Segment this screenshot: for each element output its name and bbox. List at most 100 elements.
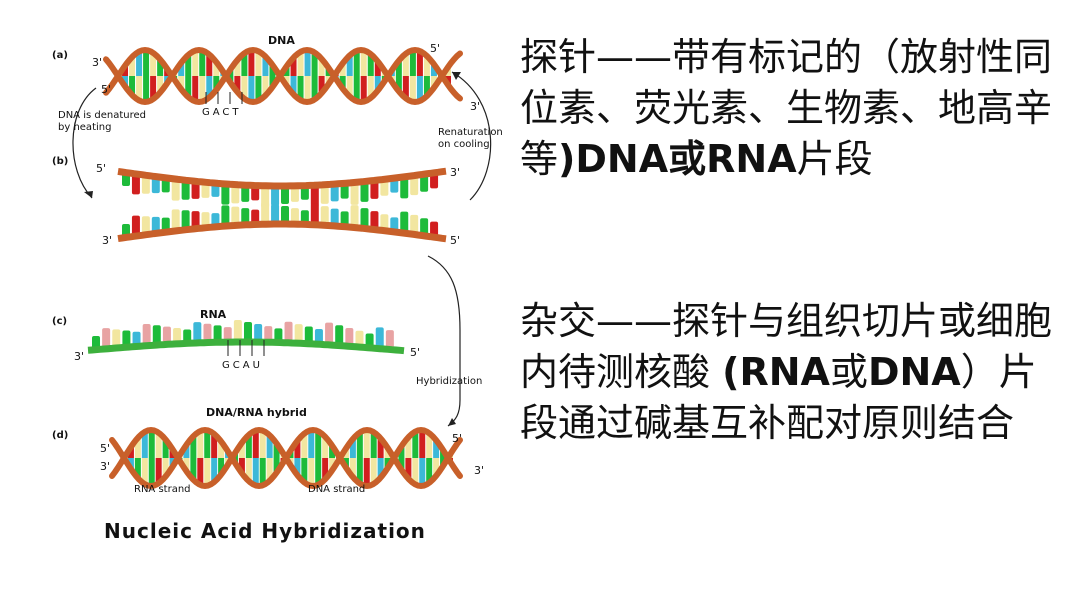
base-pair [297, 76, 304, 101]
base [171, 209, 180, 232]
base-pair [136, 51, 143, 76]
base [410, 176, 419, 196]
backbone [103, 46, 463, 106]
base-pair [370, 432, 377, 458]
hybridization-definition: 杂交——探针与组织切片或细胞内待测核酸 (RNA或DNA）片段通过碱基互补配对原… [520, 296, 1068, 449]
base-pair [155, 432, 162, 458]
base-pair [395, 76, 402, 92]
base-pair [416, 51, 423, 76]
base [181, 210, 190, 231]
base-pair [370, 458, 377, 484]
base [400, 211, 409, 233]
base-pair [134, 437, 141, 458]
base-pair [402, 76, 409, 99]
probe-bold: )DNA或RNA [558, 137, 797, 181]
hybridization-label: Hybridization [416, 376, 482, 387]
base [241, 208, 250, 226]
base [385, 330, 394, 350]
base [370, 211, 379, 230]
base [181, 179, 190, 200]
base-pair [409, 50, 416, 76]
end-label: 3' [100, 460, 110, 473]
end-label: 3' [102, 234, 112, 247]
base-pair [269, 76, 276, 88]
base-pair [318, 58, 325, 76]
base-pair [318, 76, 325, 94]
base-pair [178, 76, 185, 90]
end-label: 3' [92, 56, 102, 69]
base-pair [248, 50, 255, 76]
base [261, 202, 270, 225]
base-pair [363, 430, 370, 458]
base [171, 178, 180, 201]
base [203, 323, 212, 343]
panel-d-label: (d) [52, 430, 68, 441]
end-label: 3' [450, 166, 460, 179]
base-pair [248, 76, 255, 102]
hybrid-mid: 或 [829, 350, 868, 394]
base-pair [262, 56, 269, 76]
denature-label-2: by heating [58, 122, 111, 133]
base-pair [290, 76, 297, 95]
base-pair [259, 458, 266, 486]
base-pair [395, 60, 402, 76]
base [284, 321, 293, 343]
base-pair [206, 54, 213, 76]
base-pair [129, 57, 136, 76]
base [223, 327, 232, 343]
backbone [117, 220, 447, 243]
base [320, 206, 329, 226]
base [340, 211, 349, 227]
base [241, 184, 250, 202]
base-pair [346, 55, 353, 76]
base-pair [157, 59, 164, 76]
base [325, 322, 334, 345]
base [360, 181, 369, 202]
base [300, 185, 309, 200]
end-label: 5' [452, 432, 462, 445]
base-pair [329, 458, 336, 471]
base [173, 328, 182, 345]
base [340, 183, 349, 199]
base-pair [301, 433, 308, 458]
base-pair [308, 458, 315, 486]
base-pair [269, 64, 276, 76]
base [271, 204, 280, 225]
base-pair [211, 458, 218, 483]
base-pair [311, 76, 318, 100]
base-pair [148, 458, 155, 486]
base [330, 184, 339, 202]
renature-label-1: Renaturation [438, 127, 503, 138]
end-label: 5' [430, 42, 440, 55]
base-pair [308, 430, 315, 458]
base [330, 208, 339, 226]
hybrid-body: 探针与组织切片或细胞内待测核酸 [520, 299, 1053, 394]
renature-arrow: Renaturation on cooling [438, 71, 503, 201]
base-pair [183, 444, 190, 458]
base-pair [349, 458, 356, 478]
base-pair [162, 458, 169, 477]
base-pair [141, 431, 148, 458]
base-pair [197, 458, 204, 485]
separated-strands [117, 167, 447, 243]
base-pair [322, 436, 329, 458]
dna-strand-label: DNA strand [308, 484, 365, 495]
panel-b: (b) 5' 3' 3' 5' [52, 156, 460, 247]
base [141, 216, 150, 236]
base [254, 324, 263, 343]
base-pair [426, 458, 433, 483]
base-pair [367, 76, 374, 98]
base [131, 173, 140, 195]
base-pair [234, 60, 241, 76]
base-pair [141, 458, 148, 485]
base-pair [412, 431, 419, 458]
panel-a-title: DNA [268, 34, 295, 47]
base-pair [405, 437, 412, 458]
base [213, 325, 222, 343]
base-pair [155, 458, 162, 484]
panel-d-title: DNA/RNA hybrid [206, 406, 307, 419]
base-pair [199, 76, 206, 102]
base-pair [294, 458, 301, 476]
hybrid-bold-a: (RNA [722, 350, 830, 394]
